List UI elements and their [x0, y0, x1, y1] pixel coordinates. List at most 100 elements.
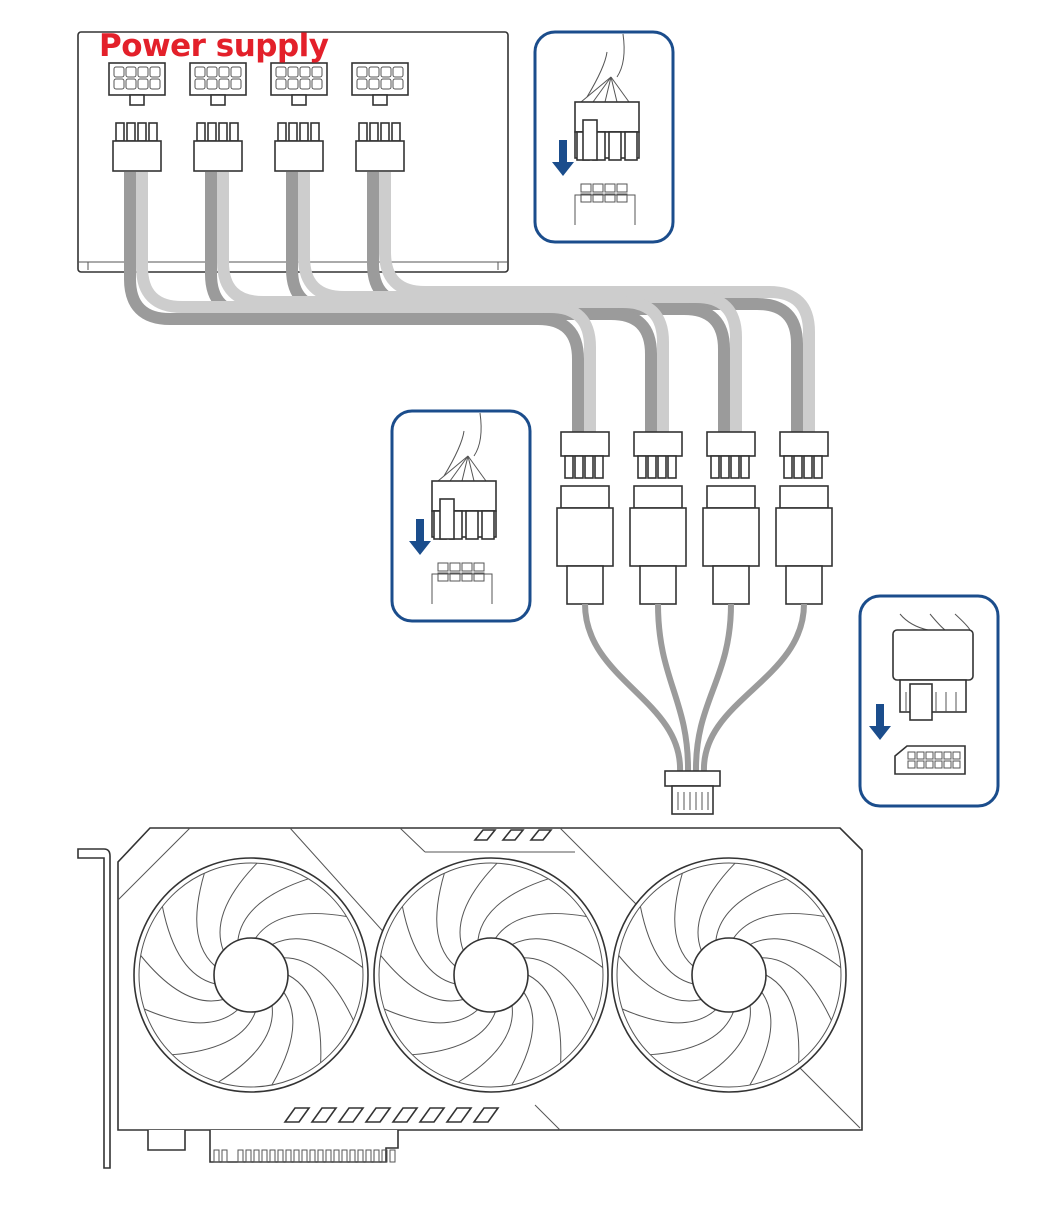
- pcie-pin: [309, 1149, 316, 1163]
- psu-cable-plug: [274, 122, 324, 172]
- pcie-pin: [373, 1149, 380, 1163]
- fan-blade: [765, 974, 800, 1063]
- pcie-pin: [269, 1149, 276, 1163]
- psu-8pin-socket: [108, 62, 166, 106]
- psu-8pin-socket: [270, 62, 328, 106]
- fan-blade: [477, 878, 549, 941]
- fan-blade: [527, 974, 562, 1063]
- down-arrow-icon: [409, 519, 431, 555]
- vent-slot: [283, 1107, 311, 1123]
- vent-slot: [337, 1107, 365, 1123]
- cooling-fan: [133, 857, 369, 1093]
- fan-blade: [639, 906, 694, 985]
- vent-slot: [364, 1107, 392, 1123]
- cooling-fan: [373, 857, 609, 1093]
- graphics-card: [77, 827, 863, 1169]
- vent-slot: [501, 829, 525, 841]
- fan-blade: [140, 955, 224, 1002]
- fan-blade: [412, 1011, 496, 1056]
- fan-blade: [650, 1011, 734, 1056]
- fan-blade: [283, 957, 354, 1021]
- fan-blade: [749, 991, 772, 1086]
- fan-blade: [674, 873, 694, 967]
- down-arrow-icon: [869, 704, 891, 740]
- psu-8pin-socket: [189, 62, 247, 106]
- psu-connectors: [108, 62, 409, 172]
- pcie-pin: [389, 1149, 396, 1163]
- fan-blade: [511, 938, 604, 968]
- adapter-8pin-plug-inset: [390, 409, 532, 623]
- fan-blade: [697, 862, 736, 951]
- pci-bracket: [77, 848, 111, 1169]
- fan-blade: [271, 991, 294, 1086]
- pcie-edge: [147, 1130, 399, 1163]
- pcie-pin: [245, 1149, 252, 1163]
- cooling-fan: [611, 857, 847, 1093]
- pcie-pin: [213, 1149, 220, 1163]
- fan-blade: [219, 862, 258, 951]
- pcie-pin: [261, 1149, 268, 1163]
- adapter-cable: [655, 603, 692, 773]
- pcie-pin: [325, 1149, 332, 1163]
- pcie-pin: [221, 1149, 228, 1163]
- fan-blade: [384, 1008, 479, 1024]
- pcie-pin: [237, 1149, 244, 1163]
- fan-blade: [436, 873, 456, 967]
- pcie-pin: [317, 1149, 324, 1163]
- psu-cables: [124, 172, 815, 432]
- fan-hub: [691, 937, 767, 1013]
- adapter-connectors: [556, 431, 833, 605]
- fan-blade: [271, 938, 364, 968]
- fan-blade: [696, 1005, 751, 1083]
- adapter-8pin-connector: [629, 431, 687, 605]
- pcie-pin: [293, 1149, 300, 1163]
- vent-slot: [473, 829, 497, 841]
- vent-slot: [418, 1107, 446, 1123]
- fan-blade: [161, 906, 216, 985]
- adapter-cables: [582, 603, 807, 773]
- gpu-socket: [894, 745, 966, 775]
- adapter-8pin-connector: [702, 431, 760, 605]
- psu-cable-plug: [193, 122, 243, 172]
- fan-blade: [237, 878, 309, 941]
- 12-pin-connector: [664, 770, 721, 815]
- pcie-pin: [253, 1149, 260, 1163]
- fan-blade: [144, 1008, 239, 1024]
- vent-slot: [445, 1107, 473, 1123]
- fan-blade: [287, 974, 322, 1063]
- vent-slot: [472, 1107, 500, 1123]
- gpu-12pin-plug-inset: [858, 594, 1000, 808]
- fan-blade: [618, 955, 702, 1002]
- fan-blade: [458, 1005, 513, 1083]
- fan-blade: [511, 991, 534, 1086]
- pcie-pin: [357, 1149, 364, 1163]
- adapter-cable: [700, 603, 807, 773]
- fan-blade: [196, 873, 216, 967]
- fan-blade: [715, 878, 787, 941]
- pcie-pin: [301, 1149, 308, 1163]
- pcie-pin: [381, 1149, 388, 1163]
- vent-slot: [310, 1107, 338, 1123]
- fan-blade: [218, 1005, 273, 1083]
- psu-8pin-socket: [351, 62, 409, 106]
- pcie-pin: [277, 1149, 284, 1163]
- fan-blade: [380, 955, 464, 1002]
- fan-hub: [453, 937, 529, 1013]
- fan-blade: [495, 913, 587, 939]
- adapter-cable: [692, 603, 734, 773]
- fan-blade: [733, 913, 825, 939]
- vent-slot: [391, 1107, 419, 1123]
- pcie-pin: [365, 1149, 372, 1163]
- fan-blade: [761, 957, 832, 1021]
- vent-slot: [529, 829, 553, 841]
- power-supply-label: Power supply: [99, 28, 329, 64]
- fan-blade: [622, 1008, 717, 1024]
- fan-blade: [401, 906, 456, 985]
- pcie-pin: [285, 1149, 292, 1163]
- adapter-8pin-connector: [556, 431, 614, 605]
- cable-strand: [124, 172, 584, 432]
- down-arrow-icon: [552, 140, 574, 176]
- fan-blade: [459, 862, 498, 951]
- fan-blade: [255, 913, 347, 939]
